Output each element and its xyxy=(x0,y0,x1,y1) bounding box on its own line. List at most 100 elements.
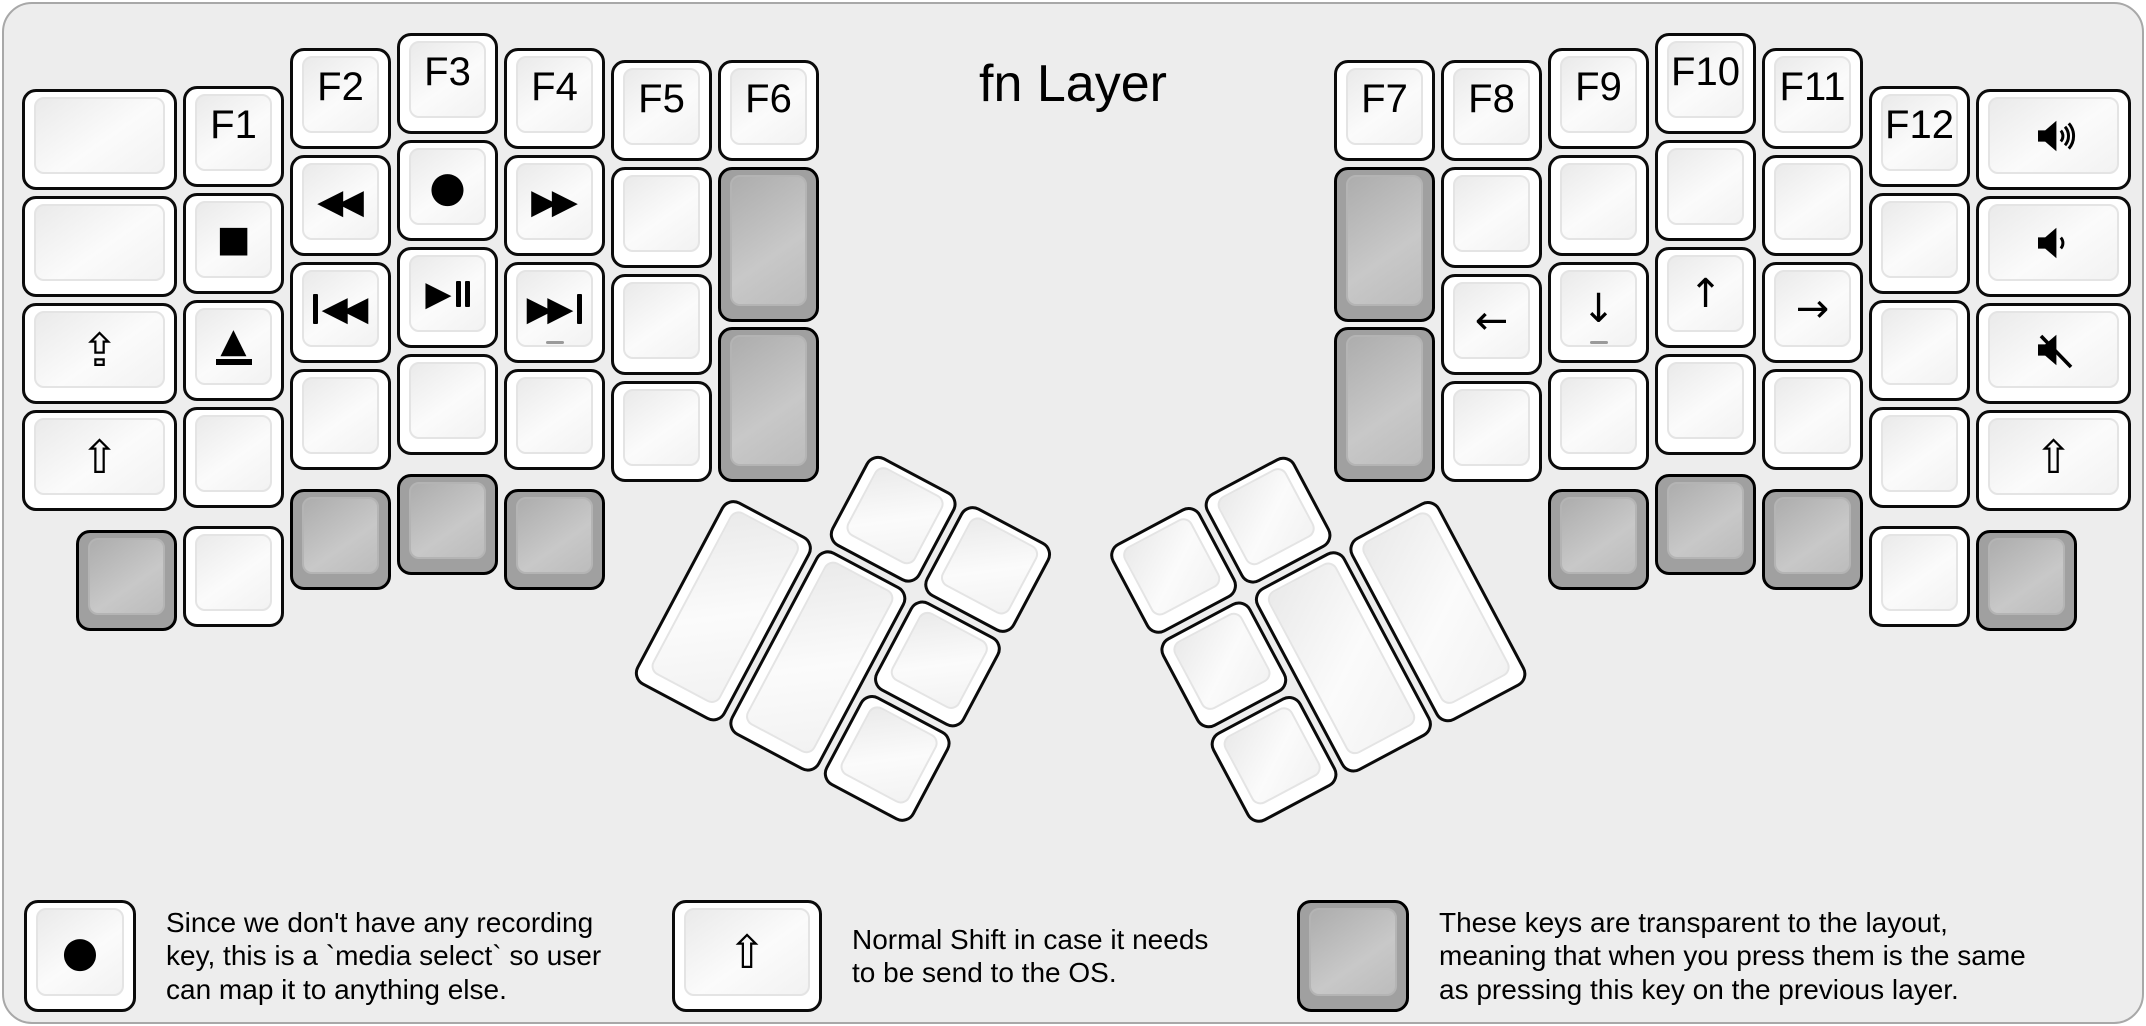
key-blank[interactable] xyxy=(611,274,712,375)
keycap-top xyxy=(1220,703,1325,808)
key-transparent[interactable] xyxy=(1548,489,1649,590)
key-blank[interactable] xyxy=(22,89,177,190)
key-f1[interactable]: F1 xyxy=(183,86,284,187)
key-transparent[interactable] xyxy=(1976,530,2077,631)
keycap-top xyxy=(409,482,486,559)
key-blank[interactable] xyxy=(1762,369,1863,470)
key-volume-down[interactable] xyxy=(1976,196,2131,297)
key-stop[interactable]: ■ xyxy=(183,193,284,294)
keycap-top xyxy=(1988,97,2119,174)
key-f8[interactable]: F8 xyxy=(1441,60,1542,161)
key-f4[interactable]: F4 xyxy=(504,48,605,149)
key-blank[interactable] xyxy=(397,354,498,455)
key-arrow-down[interactable]: ↓ xyxy=(1548,262,1649,363)
key-transparent[interactable] xyxy=(397,474,498,575)
key-fast-forward[interactable]: ▶▶ xyxy=(504,155,605,256)
record-icon: ● xyxy=(429,161,466,211)
key-f11[interactable]: F11 xyxy=(1762,48,1863,149)
keycap-top xyxy=(1774,497,1851,574)
key-blank[interactable] xyxy=(290,369,391,470)
key-blank[interactable] xyxy=(1869,193,1970,294)
keycap-top: F5 xyxy=(623,68,700,145)
key-eject[interactable]: ▲ xyxy=(183,300,284,401)
key-record: ● xyxy=(24,900,136,1012)
key-arrow-left[interactable]: ← xyxy=(1441,274,1542,375)
key-prev-track[interactable]: ◀◀ xyxy=(290,262,391,363)
key-blank[interactable] xyxy=(504,369,605,470)
keycap-top: F1 xyxy=(195,94,272,171)
key-transparent[interactable] xyxy=(1655,474,1756,575)
keycap-top xyxy=(1774,377,1851,454)
key-blank[interactable] xyxy=(1655,354,1756,455)
keycap-top: ■ xyxy=(195,201,272,278)
key-shift[interactable]: ⇧ xyxy=(1976,410,2131,511)
key-blank[interactable] xyxy=(611,167,712,268)
key-f2[interactable]: F2 xyxy=(290,48,391,149)
key-transparent[interactable] xyxy=(718,327,819,482)
key-caps-lock[interactable]: ⇪ xyxy=(22,303,177,404)
keycap-top: ◀◀ xyxy=(302,270,379,347)
keycap-top xyxy=(1881,308,1958,385)
keycap-top xyxy=(1881,415,1958,492)
legend-text-media-select: Since we don't have any recording key, t… xyxy=(166,907,602,1005)
key-f10[interactable]: F10 xyxy=(1655,33,1756,134)
key-f12[interactable]: F12 xyxy=(1869,86,1970,187)
keycap-top xyxy=(302,377,379,454)
key-f5[interactable]: F5 xyxy=(611,60,712,161)
key-blank[interactable] xyxy=(1869,407,1970,508)
key-play-pause[interactable]: ▶ xyxy=(397,247,498,348)
key-blank[interactable] xyxy=(183,526,284,627)
key-label: F4 xyxy=(531,65,578,109)
key-blank[interactable] xyxy=(22,196,177,297)
keycap-top xyxy=(195,534,272,611)
key-f7[interactable]: F7 xyxy=(1334,60,1435,161)
legend-text-transparent-keys: These keys are transparent to the layout… xyxy=(1439,907,2026,1005)
key-blank[interactable] xyxy=(1869,300,1970,401)
keycap-top xyxy=(516,377,593,454)
key-rewind[interactable]: ◀◀ xyxy=(290,155,391,256)
legend-item-normal-shift: ⇧ Normal Shift in case it needs to be se… xyxy=(672,900,1208,1012)
key-blank[interactable] xyxy=(611,381,712,482)
key-transparent[interactable] xyxy=(1762,489,1863,590)
keycap-top xyxy=(1667,482,1744,559)
keycap-top xyxy=(1453,389,1530,466)
key-arrow-right[interactable]: → xyxy=(1762,262,1863,363)
key-transparent[interactable] xyxy=(76,530,177,631)
keycap-top xyxy=(1881,201,1958,278)
keycap-top xyxy=(34,204,165,281)
keycap-top xyxy=(1346,175,1423,306)
key-blank[interactable] xyxy=(1548,155,1649,256)
key-label: F2 xyxy=(317,65,364,109)
key-blank[interactable] xyxy=(1548,369,1649,470)
key-blank[interactable] xyxy=(1655,140,1756,241)
key-transparent[interactable] xyxy=(504,489,605,590)
key-transparent[interactable] xyxy=(1334,327,1435,482)
keycap-top: F6 xyxy=(730,68,807,145)
key-transparent[interactable] xyxy=(718,167,819,322)
key-blank[interactable] xyxy=(1869,526,1970,627)
shift-icon: ⇧ xyxy=(80,429,119,484)
key-transparent[interactable] xyxy=(1334,167,1435,322)
key-f6[interactable]: F6 xyxy=(718,60,819,161)
key-blank[interactable] xyxy=(1441,167,1542,268)
homing-dash xyxy=(1589,341,1608,344)
key-mute[interactable] xyxy=(1976,303,2131,404)
arrow-right-icon: → xyxy=(1795,285,1830,332)
key-shift[interactable]: ⇧ xyxy=(22,410,177,511)
arrow-left-icon: ← xyxy=(1474,297,1509,344)
key-next-track[interactable]: ▶▶ xyxy=(504,262,605,363)
key-volume-up[interactable] xyxy=(1976,89,2131,190)
keycap-top xyxy=(1309,908,1397,996)
play-pause-icon: ▶ xyxy=(425,277,470,311)
key-blank[interactable] xyxy=(1441,381,1542,482)
key-record[interactable]: ● xyxy=(397,140,498,241)
key-arrow-up[interactable]: ↑ xyxy=(1655,247,1756,348)
keycap-top xyxy=(409,362,486,439)
mute-icon xyxy=(2037,334,2072,368)
key-transparent[interactable] xyxy=(290,489,391,590)
key-f3[interactable]: F3 xyxy=(397,33,498,134)
key-blank[interactable] xyxy=(183,407,284,508)
key-f9[interactable]: F9 xyxy=(1548,48,1649,149)
key-blank[interactable] xyxy=(1762,155,1863,256)
keycap-top: F12 xyxy=(1881,94,1958,171)
